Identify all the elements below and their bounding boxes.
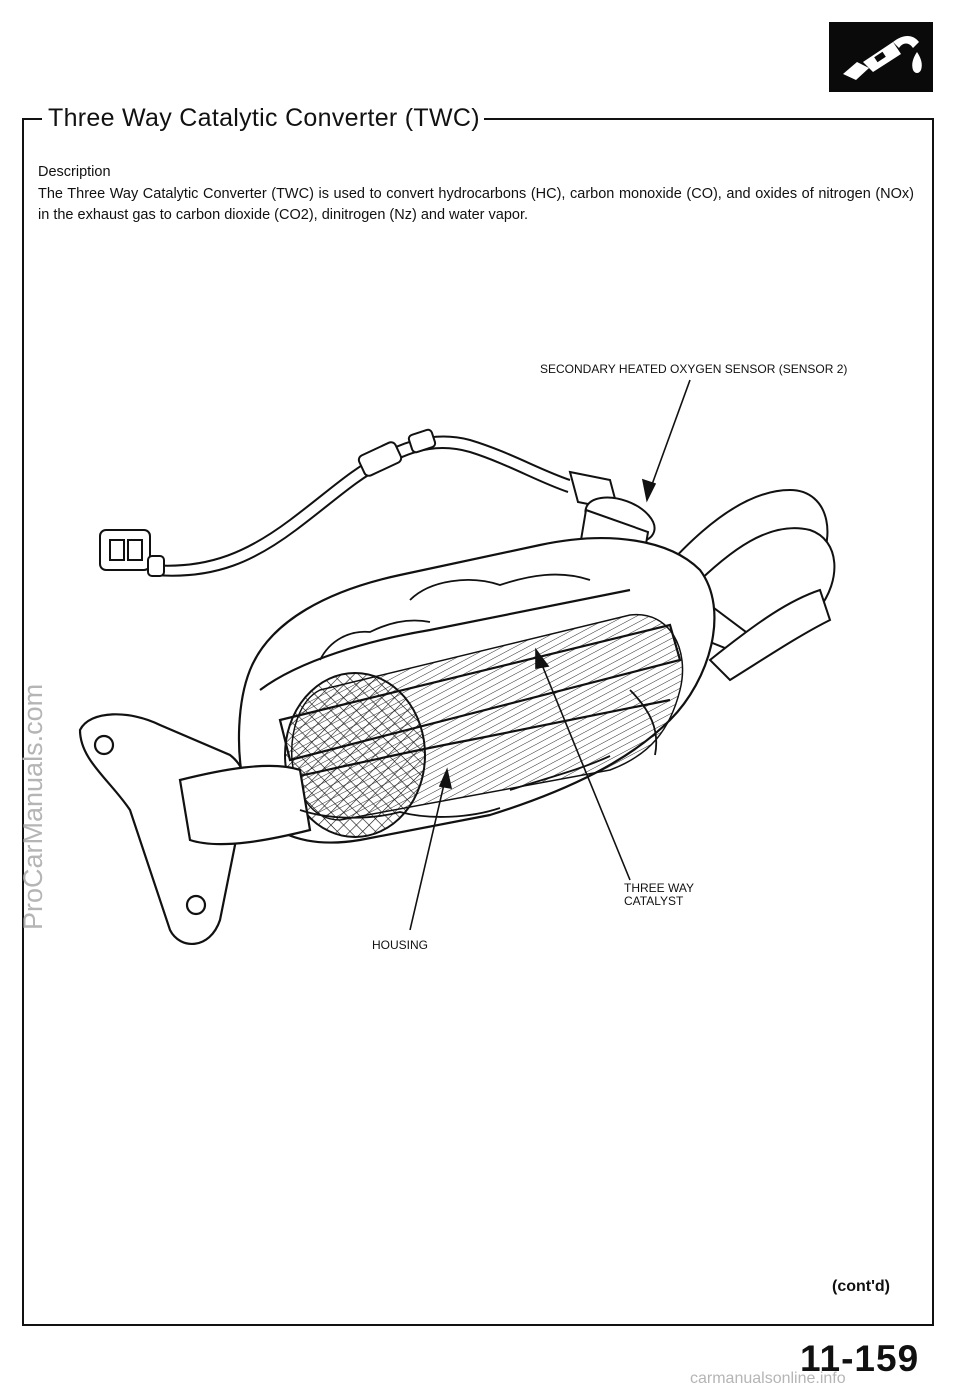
frame-bottom-rule	[22, 1324, 934, 1326]
callout-leaders	[409, 379, 691, 931]
catalytic-converter-diagram	[78, 379, 836, 945]
fuel-nozzle-icon	[829, 22, 933, 92]
housing-callout-label: HOUSING	[372, 938, 429, 952]
wire-connector	[99, 428, 437, 577]
heat-shield	[299, 573, 658, 819]
side-watermark-text: ProCarManuals.com	[18, 683, 48, 930]
catalyst-callout-label-line2: CATALYST	[624, 894, 684, 908]
description-text: The Three Way Catalytic Converter (TWC) …	[38, 186, 914, 223]
bottom-watermark: carmanualsonline.info	[690, 1370, 846, 1387]
continued-label: (cont'd)	[832, 1278, 891, 1295]
frame-left-rule	[22, 118, 24, 1326]
page-number: 11-159	[800, 1338, 920, 1379]
frame-top-right-rule	[484, 118, 934, 120]
sensor-callout-label: SECONDARY HEATED OXYGEN SENSOR (SENSOR 2…	[540, 362, 848, 376]
page-title: Three Way Catalytic Converter (TWC)	[48, 104, 480, 132]
catalyst-callout-label-line1: THREE WAY	[624, 881, 695, 895]
inlet-flange	[78, 713, 312, 945]
frame-right-rule	[932, 118, 934, 1326]
frame-top-left-rule	[22, 118, 42, 120]
description-heading: Description	[38, 164, 111, 180]
